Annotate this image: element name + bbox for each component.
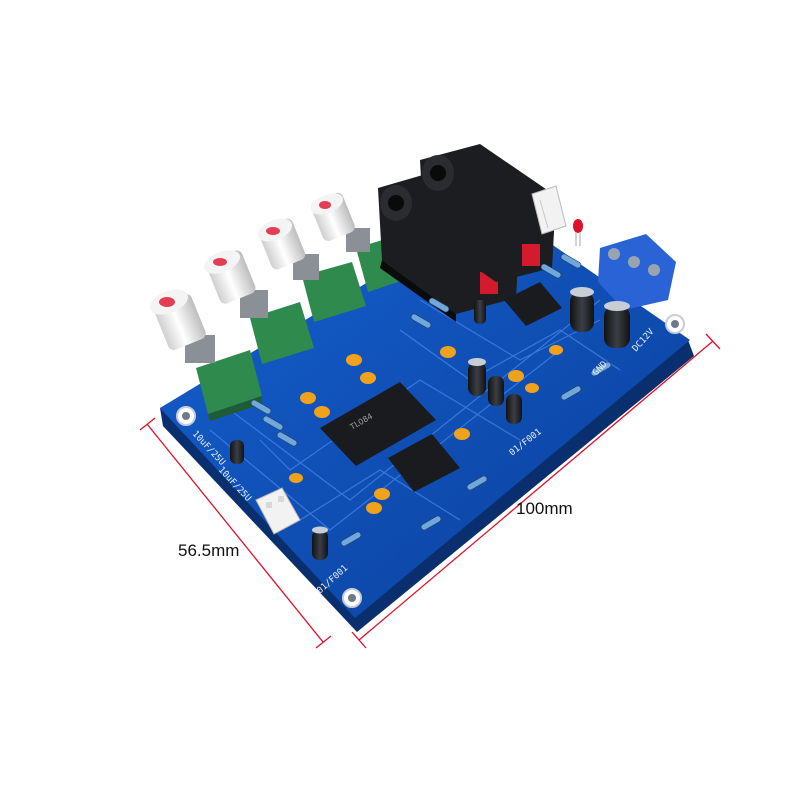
audio-jack-2 xyxy=(420,144,556,282)
dimension-line-height xyxy=(139,417,332,649)
potentiometer-2 xyxy=(240,290,314,364)
ic-chip-small-2 xyxy=(504,282,562,326)
ceramic-capacitors xyxy=(289,345,563,514)
dimension-line-width xyxy=(351,333,721,649)
screw-terminal xyxy=(598,234,676,310)
knob-3 xyxy=(257,218,306,270)
electrolytic-capacitors xyxy=(230,287,630,560)
resistors xyxy=(250,253,612,547)
knob-2 xyxy=(203,250,256,304)
ic-chip-small-1 xyxy=(388,434,460,492)
knob-4 xyxy=(310,192,355,242)
ic-chip-large: TL084 xyxy=(320,382,436,466)
connector-top xyxy=(531,185,567,235)
mounting-holes xyxy=(176,314,685,608)
width-dimension-label: 100mm xyxy=(516,499,573,518)
knob-1 xyxy=(150,289,206,350)
potentiometer-3 xyxy=(293,254,366,322)
height-dimension-label: 56.5mm xyxy=(178,541,240,560)
connector-bottom xyxy=(255,487,301,535)
led-red xyxy=(573,219,583,246)
